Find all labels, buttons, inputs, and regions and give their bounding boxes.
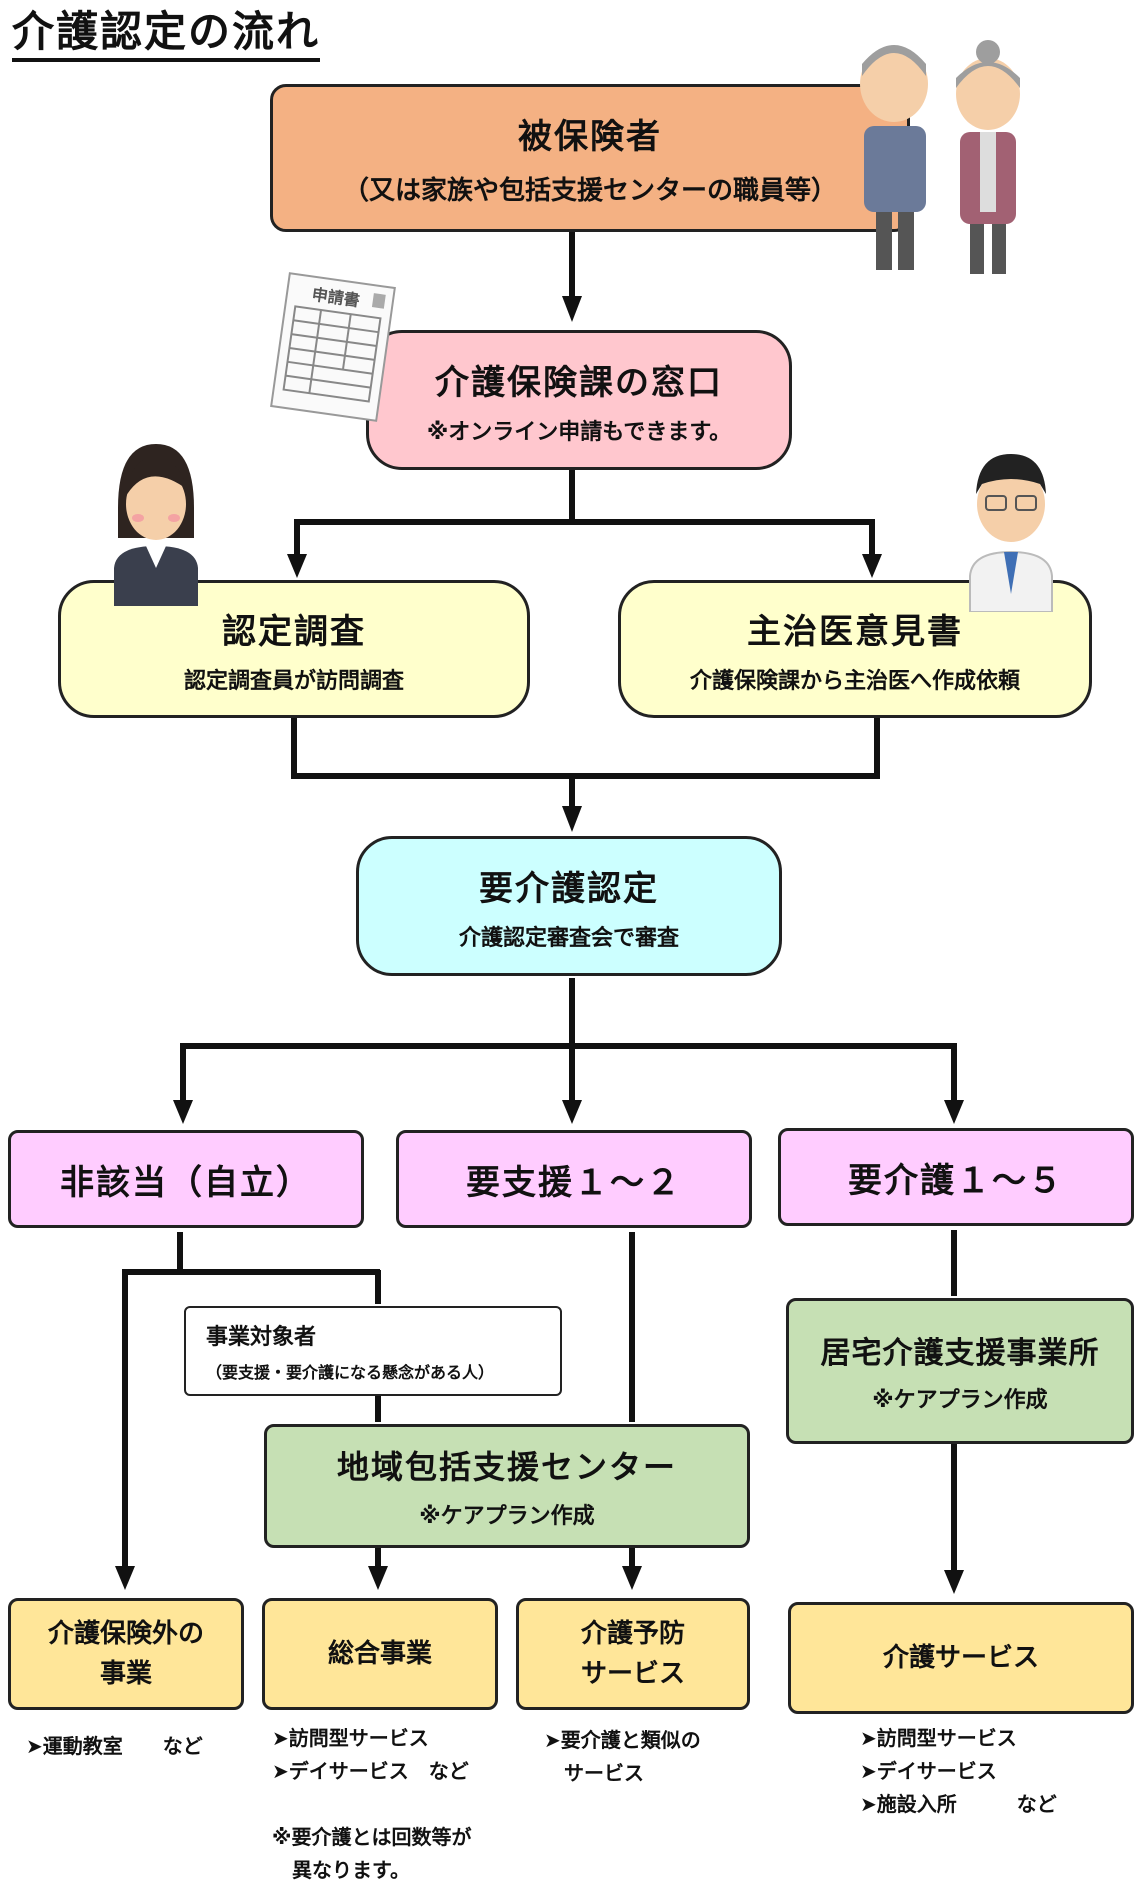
non-insurance-title-line2: 事業 <box>99 1659 152 1689</box>
note-line: ※要介護とは回数等が <box>272 1825 472 1849</box>
care-level-title: 要介護１～５ <box>848 1160 1064 1201</box>
non-insurance-box: 介護保険外の 事業 <box>8 1598 244 1710</box>
insured-subtitle: （又は家族や包括支援センターの職員等） <box>342 176 837 206</box>
community-center-title: 地域包括支援センター <box>336 1448 677 1486</box>
elderly-couple-illustration <box>856 26 1042 280</box>
general-business-box: 総合事業 <box>262 1598 498 1710</box>
support-level-title: 要支援１～２ <box>466 1162 682 1203</box>
home-care-office-title: 居宅介護支援事業所 <box>820 1336 1100 1371</box>
doctor-icon <box>969 454 1053 613</box>
prevention-service-box: 介護予防 サービス <box>516 1598 750 1710</box>
home-care-office-box: 居宅介護支援事業所 ※ケアプラン作成 <box>786 1298 1134 1444</box>
doctor-illustration <box>962 444 1060 613</box>
note-line: サービス <box>544 1761 644 1785</box>
note-line: 異なります。 <box>272 1858 410 1882</box>
note-line <box>272 1788 471 1821</box>
non-insurance-notes: ➤運動教室 など <box>26 1730 203 1763</box>
note-line: ➤デイサービス など <box>272 1759 469 1783</box>
counter-subtitle: ※オンライン申請もできます。 <box>426 419 732 445</box>
note-line: ➤運動教室 など <box>26 1734 203 1758</box>
doctor-opinion-title: 主治医意見書 <box>747 611 963 652</box>
care-level-box: 要介護１～５ <box>778 1128 1134 1226</box>
application-form-icon <box>270 272 396 422</box>
general-business-title: 総合事業 <box>327 1639 432 1669</box>
certification-box: 要介護認定 介護認定審査会で審査 <box>356 836 782 976</box>
community-center-subtitle: ※ケアプラン作成 <box>419 1504 595 1529</box>
not-applicable-title: 非該当（自立） <box>60 1162 312 1203</box>
note-line: ➤デイサービス <box>860 1759 997 1783</box>
counter-box: 介護保険課の窓口 ※オンライン申請もできます。 <box>366 330 792 470</box>
certification-subtitle: 介護認定審査会で審査 <box>458 925 679 951</box>
note-line: ➤要介護と類似の <box>544 1728 701 1752</box>
note-line: ➤訪問型サービス <box>860 1726 1017 1750</box>
survey-title: 認定調査 <box>222 611 366 652</box>
care-service-box: 介護サービス <box>788 1602 1134 1714</box>
care-service-notes: ➤訪問型サービス ➤デイサービス ➤施設入所 など <box>860 1722 1057 1821</box>
doctor-opinion-subtitle: 介護保険課から主治医へ作成依頼 <box>689 668 1020 694</box>
community-center-box: 地域包括支援センター ※ケアプラン作成 <box>264 1424 750 1548</box>
prevention-notes: ➤要介護と類似の サービス <box>544 1724 701 1790</box>
survey-subtitle: 認定調査員が訪問調査 <box>183 668 404 694</box>
prevention-service-title-line2: サービス <box>580 1659 685 1689</box>
prevention-service-title-line1: 介護予防 <box>580 1619 685 1649</box>
note-line: ➤訪問型サービス <box>272 1726 429 1750</box>
survey-box: 認定調査 認定調査員が訪問調査 <box>58 580 530 718</box>
support-level-box: 要支援１～２ <box>396 1130 752 1228</box>
business-target-subtitle: （要支援・要介護になる懸念がある人） <box>206 1363 495 1382</box>
home-care-office-subtitle: ※ケアプラン作成 <box>872 1388 1048 1413</box>
page-title: 介護認定の流れ <box>12 8 321 62</box>
not-applicable-box: 非該当（自立） <box>8 1130 364 1228</box>
business-target-box: 事業対象者 （要支援・要介護になる懸念がある人） <box>184 1306 562 1396</box>
insured-box: 被保険者 （又は家族や包括支援センターの職員等） <box>270 84 910 232</box>
application-form-illustration: 申請書 <box>268 272 398 422</box>
general-business-notes: ➤訪問型サービス ➤デイサービス など ※要介護とは回数等が 異なります。 <box>272 1722 471 1887</box>
note-line: ➤施設入所 など <box>860 1792 1057 1816</box>
care-service-title: 介護サービス <box>882 1643 1039 1673</box>
investigator-illustration <box>108 438 204 606</box>
non-insurance-title-line1: 介護保険外の <box>47 1619 204 1649</box>
investigator-icon <box>114 444 198 606</box>
insured-title: 被保険者 <box>518 117 662 157</box>
business-target-title: 事業対象者 <box>206 1325 317 1350</box>
counter-title: 介護保険課の窓口 <box>435 362 723 403</box>
elderly-couple-icon <box>860 40 1020 274</box>
certification-title: 要介護認定 <box>479 868 659 909</box>
